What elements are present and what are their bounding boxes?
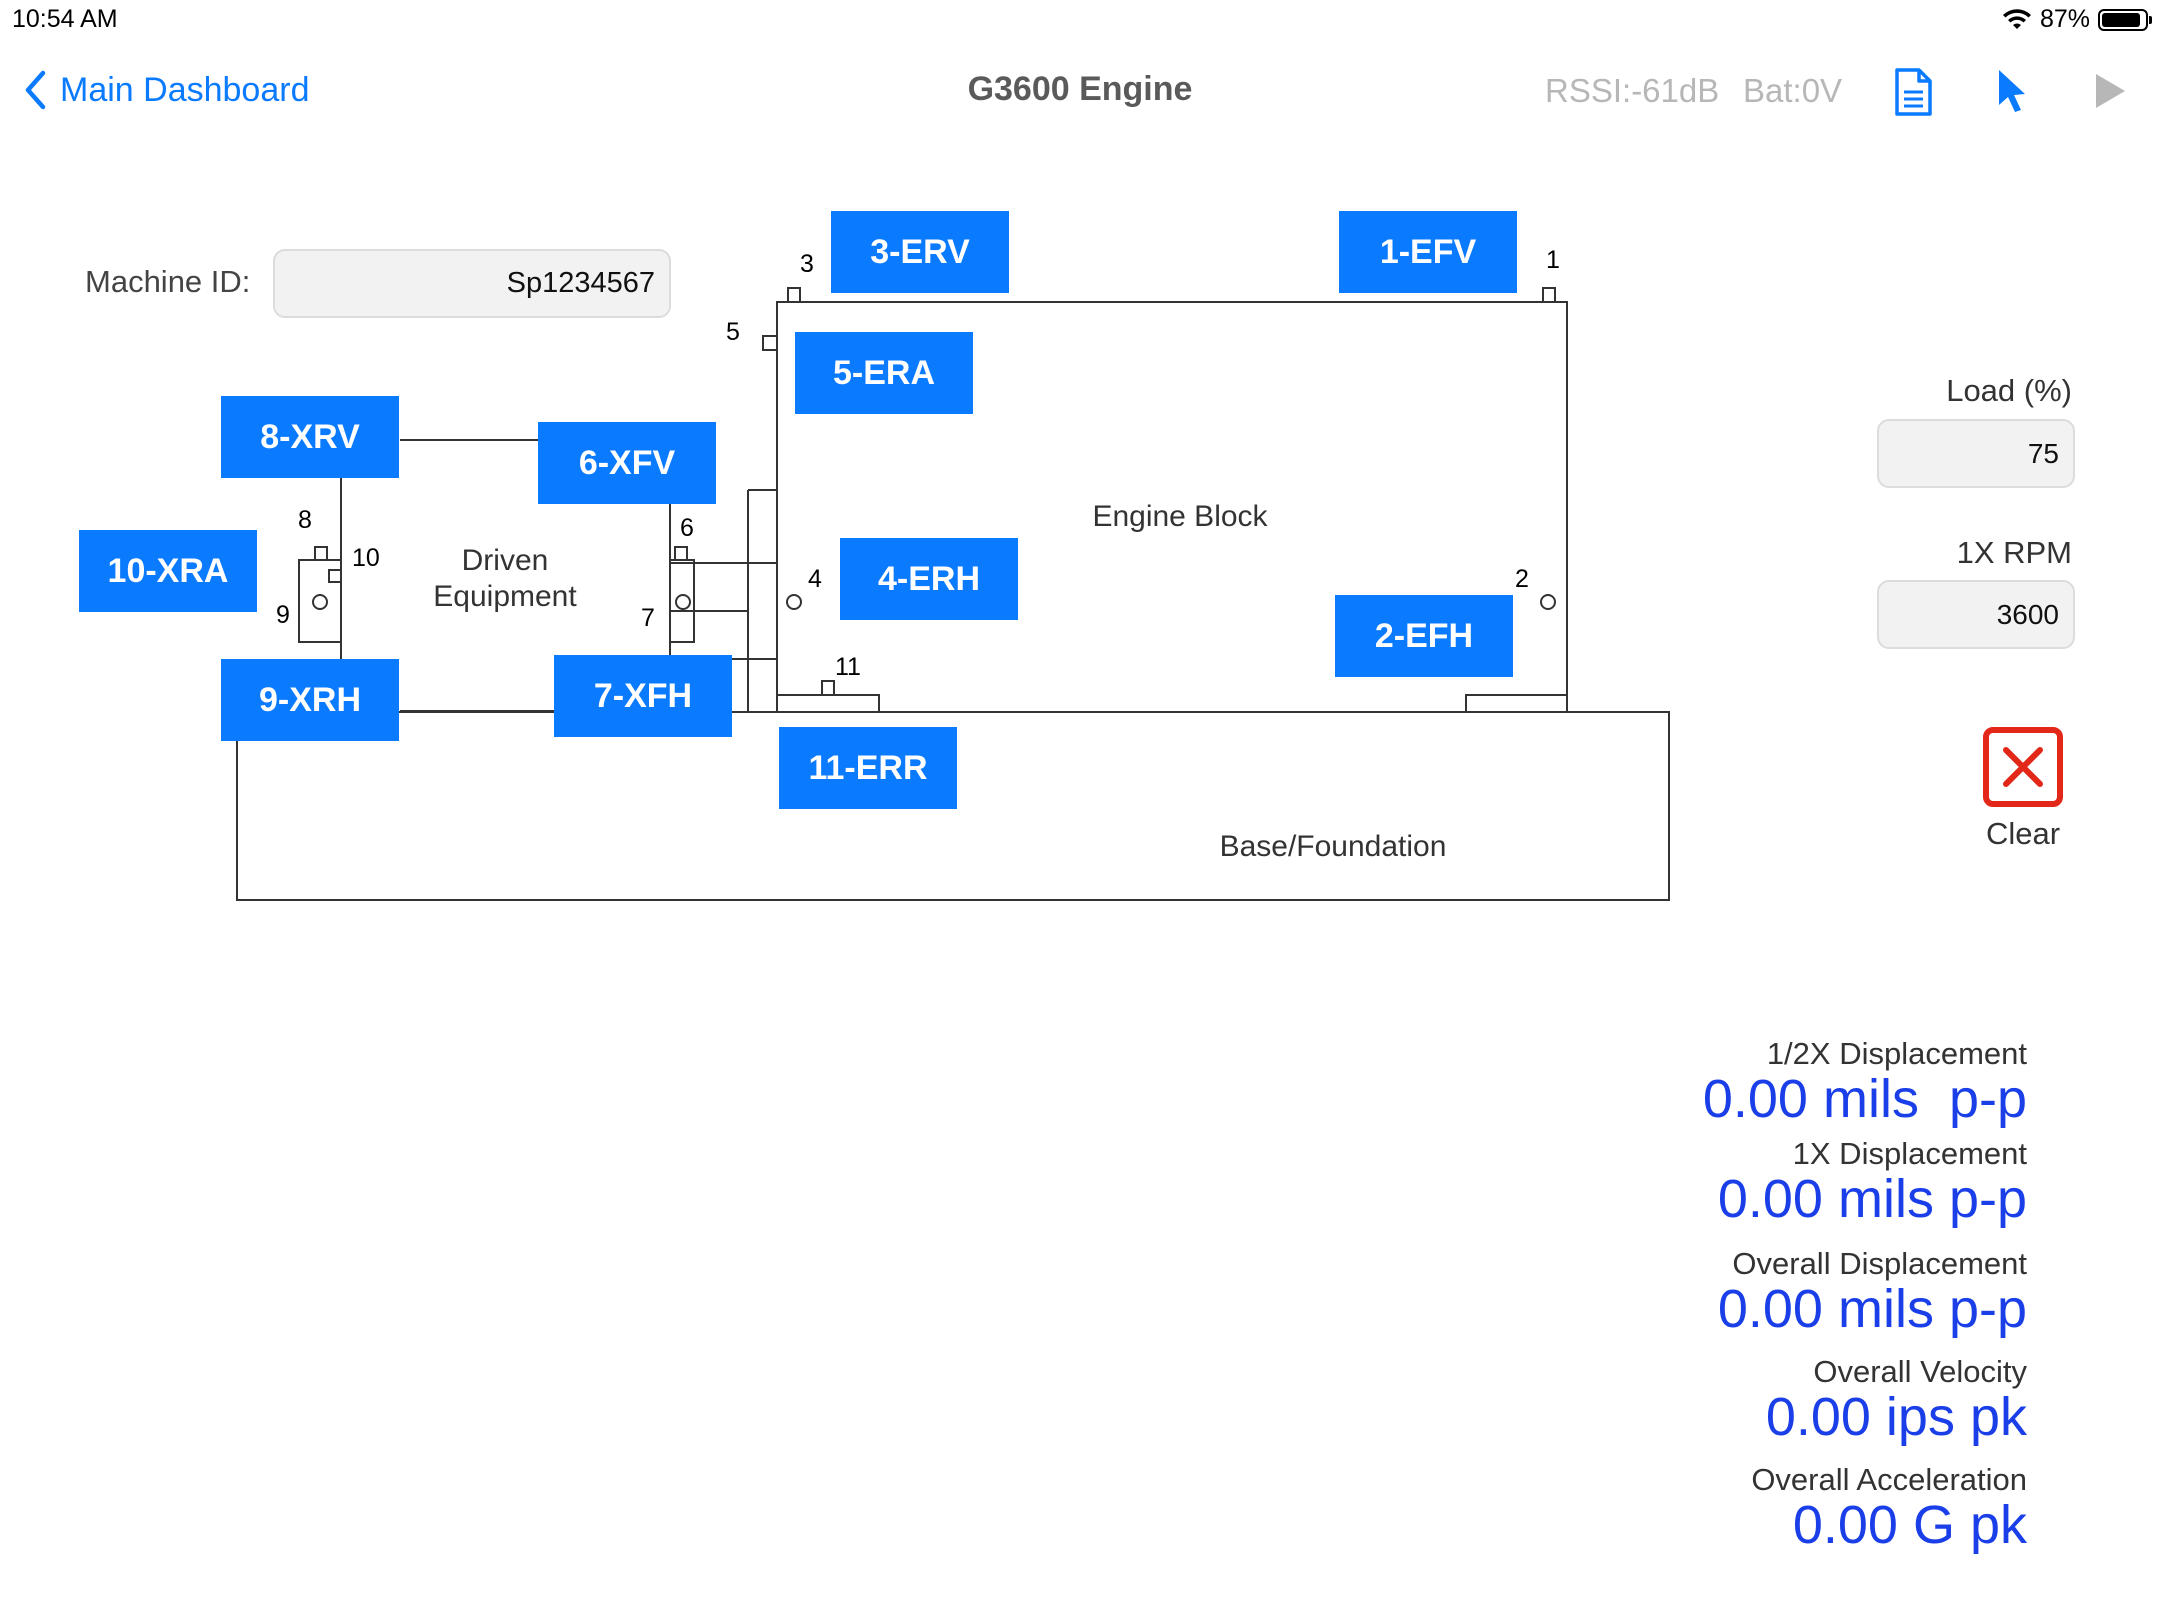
- document-icon[interactable]: [1893, 67, 1933, 117]
- machine-id-field[interactable]: [273, 249, 671, 318]
- rpm-field[interactable]: [1877, 580, 2075, 649]
- status-time: 10:54 AM: [12, 5, 118, 33]
- clear-button[interactable]: [1983, 727, 2063, 807]
- tag-7-xfh[interactable]: 7-XFH: [554, 655, 732, 737]
- tag-8-xrv[interactable]: 8-XRV: [221, 396, 399, 478]
- point-7: 7: [641, 604, 655, 632]
- measurement-label-half-x: 1/2X Displacement: [1766, 1036, 2027, 1071]
- tag-4-erh[interactable]: 4-ERH: [840, 538, 1018, 620]
- point-2: 2: [1515, 565, 1529, 593]
- tag-6-xfv[interactable]: 6-XFV: [538, 422, 716, 504]
- engine-block-label: Engine Block: [1092, 500, 1268, 533]
- tag-3-erv[interactable]: 3-ERV: [831, 211, 1009, 293]
- driven-equipment-label: Driven Equipment: [433, 544, 577, 613]
- point-5: 5: [726, 318, 740, 346]
- tag-11-err[interactable]: 11-ERR: [779, 727, 957, 809]
- rpm-label: 1X RPM: [1956, 535, 2072, 570]
- pointer-icon[interactable]: [1995, 68, 2029, 114]
- point-1: 1: [1546, 246, 1560, 274]
- measurement-label-overall-acceleration: Overall Acceleration: [1751, 1462, 2027, 1497]
- status-indicators: 87%: [2002, 5, 2152, 34]
- point-11: 11: [835, 653, 861, 681]
- measurement-value-overall-displacement: 0.00 mils p-p: [1717, 1279, 2027, 1339]
- measurement-value-1x: 0.00 mils p-p: [1717, 1169, 2027, 1229]
- battery-icon: [2098, 8, 2152, 31]
- tag-9-xrh[interactable]: 9-XRH: [221, 659, 399, 741]
- measurement-label-1x: 1X Displacement: [1792, 1136, 2027, 1171]
- back-label: Main Dashboard: [60, 70, 310, 109]
- load-field[interactable]: [1877, 419, 2075, 488]
- measurement-label-overall-displacement: Overall Displacement: [1732, 1246, 2027, 1281]
- close-icon: [2003, 747, 2043, 787]
- battery-percent: 87%: [2039, 5, 2090, 33]
- tag-5-era[interactable]: 5-ERA: [795, 332, 973, 414]
- machine-id-label: Machine ID:: [85, 264, 251, 299]
- point-10: 10: [352, 544, 380, 572]
- measurement-value-half-x: 0.00 mils p-p: [1702, 1069, 2027, 1129]
- rssi-readout: RSSI:-61dB: [1545, 72, 1720, 109]
- play-icon[interactable]: [2093, 72, 2127, 110]
- battery-voltage-readout: Bat:0V: [1743, 72, 1843, 109]
- measurement-value-overall-velocity: 0.00 ips pk: [1765, 1387, 2027, 1447]
- base-foundation-label: Base/Foundation: [1219, 830, 1447, 863]
- back-button[interactable]: Main Dashboard: [24, 70, 309, 110]
- measurement-label-overall-velocity: Overall Velocity: [1813, 1354, 2027, 1389]
- point-9: 9: [276, 601, 290, 629]
- point-3: 3: [800, 250, 814, 278]
- tag-2-efh[interactable]: 2-EFH: [1335, 595, 1513, 677]
- point-8: 8: [298, 506, 312, 534]
- point-6: 6: [680, 514, 694, 542]
- clear-label[interactable]: Clear: [1985, 816, 2061, 851]
- tag-10-xra[interactable]: 10-XRA: [79, 530, 257, 612]
- load-label: Load (%): [1946, 373, 2072, 408]
- wifi-icon: [2002, 8, 2031, 29]
- measurement-value-overall-acceleration: 0.00 G pk: [1792, 1495, 2027, 1555]
- chevron-left-icon: [25, 70, 46, 110]
- point-4: 4: [808, 565, 822, 593]
- tag-1-efv[interactable]: 1-EFV: [1339, 211, 1517, 293]
